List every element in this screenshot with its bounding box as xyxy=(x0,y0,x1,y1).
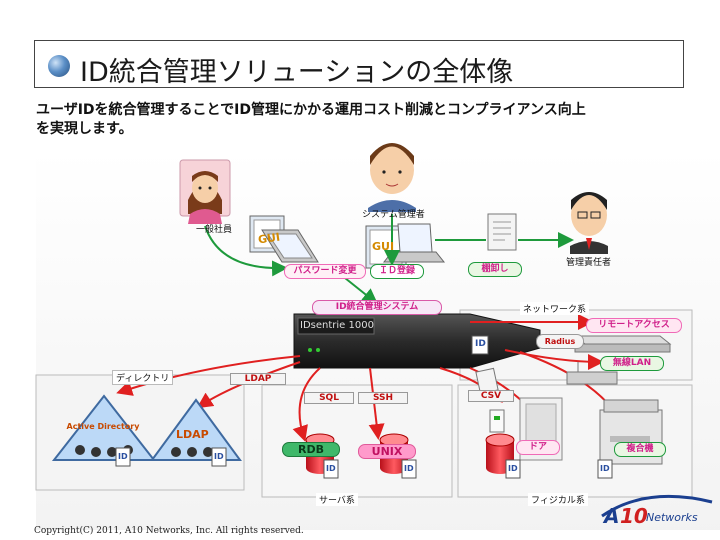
id-badge-ldap-icon xyxy=(211,447,227,467)
ssh-label: SSH xyxy=(358,392,408,404)
logo-networks: Networks xyxy=(646,511,698,524)
server-group-box xyxy=(261,384,453,498)
wireless-ap-icon xyxy=(566,362,618,385)
directory-group-label: ディレクトリ xyxy=(112,370,174,385)
id-badge-unix-icon xyxy=(401,459,417,479)
ldap-protocol-label: LDAP xyxy=(230,373,286,385)
to-rdb-arrow xyxy=(292,367,321,442)
subtitle: ユーザIDを統合管理することでID管理にかかる運用コスト削減とコンプライアンス向… xyxy=(36,101,686,139)
id-badge-rdb-icon xyxy=(323,459,339,479)
id-badge-mfp-text: ID xyxy=(600,464,610,473)
mfp-pill: 複合機 xyxy=(614,442,666,457)
id-badge-physical-text: ID xyxy=(508,464,518,473)
ldap-triangle-icon xyxy=(150,398,242,461)
copyright: Copyright(C) 2011, A10 Networks, Inc. Al… xyxy=(34,526,304,536)
title-bullet-icon xyxy=(48,55,70,77)
report-document-icon xyxy=(487,213,517,251)
manager-avatar xyxy=(570,192,608,254)
logo-a: A xyxy=(604,504,620,528)
system-admin-avatar xyxy=(368,143,416,212)
id-badge-ldap-text: ID xyxy=(214,452,224,461)
id-badge-ad-icon xyxy=(115,447,131,467)
title-box xyxy=(34,40,684,88)
a10-networks-logo: A 10 Networks xyxy=(596,490,716,530)
id-badge-ad-text: ID xyxy=(118,452,128,461)
logo-ten: 10 xyxy=(620,504,648,528)
password-change-pill: パスワード変更 xyxy=(284,264,366,279)
remote-access-pill: リモートアクセス xyxy=(586,318,682,333)
sql-label: SQL xyxy=(304,392,354,404)
unix-pill: UNIX xyxy=(358,444,416,459)
inventory-pill: 棚卸し xyxy=(468,262,522,277)
general-employee-label: 一般社員 xyxy=(196,225,233,235)
network-group-label: ネットワーク系 xyxy=(520,302,590,315)
gui-label-admin: GUI xyxy=(372,240,395,253)
employee-laptop-icon xyxy=(249,215,319,263)
door-pill: ドア xyxy=(516,440,560,455)
router-icon xyxy=(573,335,672,353)
id-badge-system-icon xyxy=(471,335,489,355)
password-change-arrow xyxy=(204,225,288,277)
id-badge-mfp-icon xyxy=(597,459,613,479)
subtitle-line-1: ユーザIDを統合管理することでID管理にかかる運用コスト削減とコンプライアンス向… xyxy=(36,102,586,118)
system-admin-label: システム管理者 xyxy=(362,210,425,220)
id-badge-unix-text: ID xyxy=(404,464,414,473)
server-group-label: サーバ系 xyxy=(316,493,358,506)
general-employee-avatar xyxy=(179,159,231,224)
csv-label: CSV xyxy=(468,390,514,402)
active-directory-label: Active Directory xyxy=(66,422,140,431)
manager-label: 管理責任者 xyxy=(566,258,612,268)
radius-pill: Radius xyxy=(536,334,584,349)
id-badge-rdb-text: ID xyxy=(326,464,336,473)
ldap-server-label: LDAP xyxy=(176,428,209,441)
card-reader-icon xyxy=(489,409,505,433)
physical-group-label: フィジカル系 xyxy=(528,493,588,506)
id-register-pill: ＩＤ登録 xyxy=(370,264,424,279)
wireless-lan-pill: 無線LAN xyxy=(600,356,664,371)
system-id-badge-text: ID xyxy=(475,339,486,349)
page-title: ID統合管理ソリューションの全体像 xyxy=(80,57,514,88)
to-wireless-arrow xyxy=(504,349,604,370)
device-name-label: IDsentrie 1000 xyxy=(300,320,374,331)
rdb-pill: RDB xyxy=(282,442,340,457)
system-name-label: ID統合管理システム xyxy=(312,300,442,315)
to-directory-arrow xyxy=(116,355,301,396)
id-badge-physical-icon xyxy=(505,459,521,479)
subtitle-line-2: を実現します。 xyxy=(36,121,133,137)
